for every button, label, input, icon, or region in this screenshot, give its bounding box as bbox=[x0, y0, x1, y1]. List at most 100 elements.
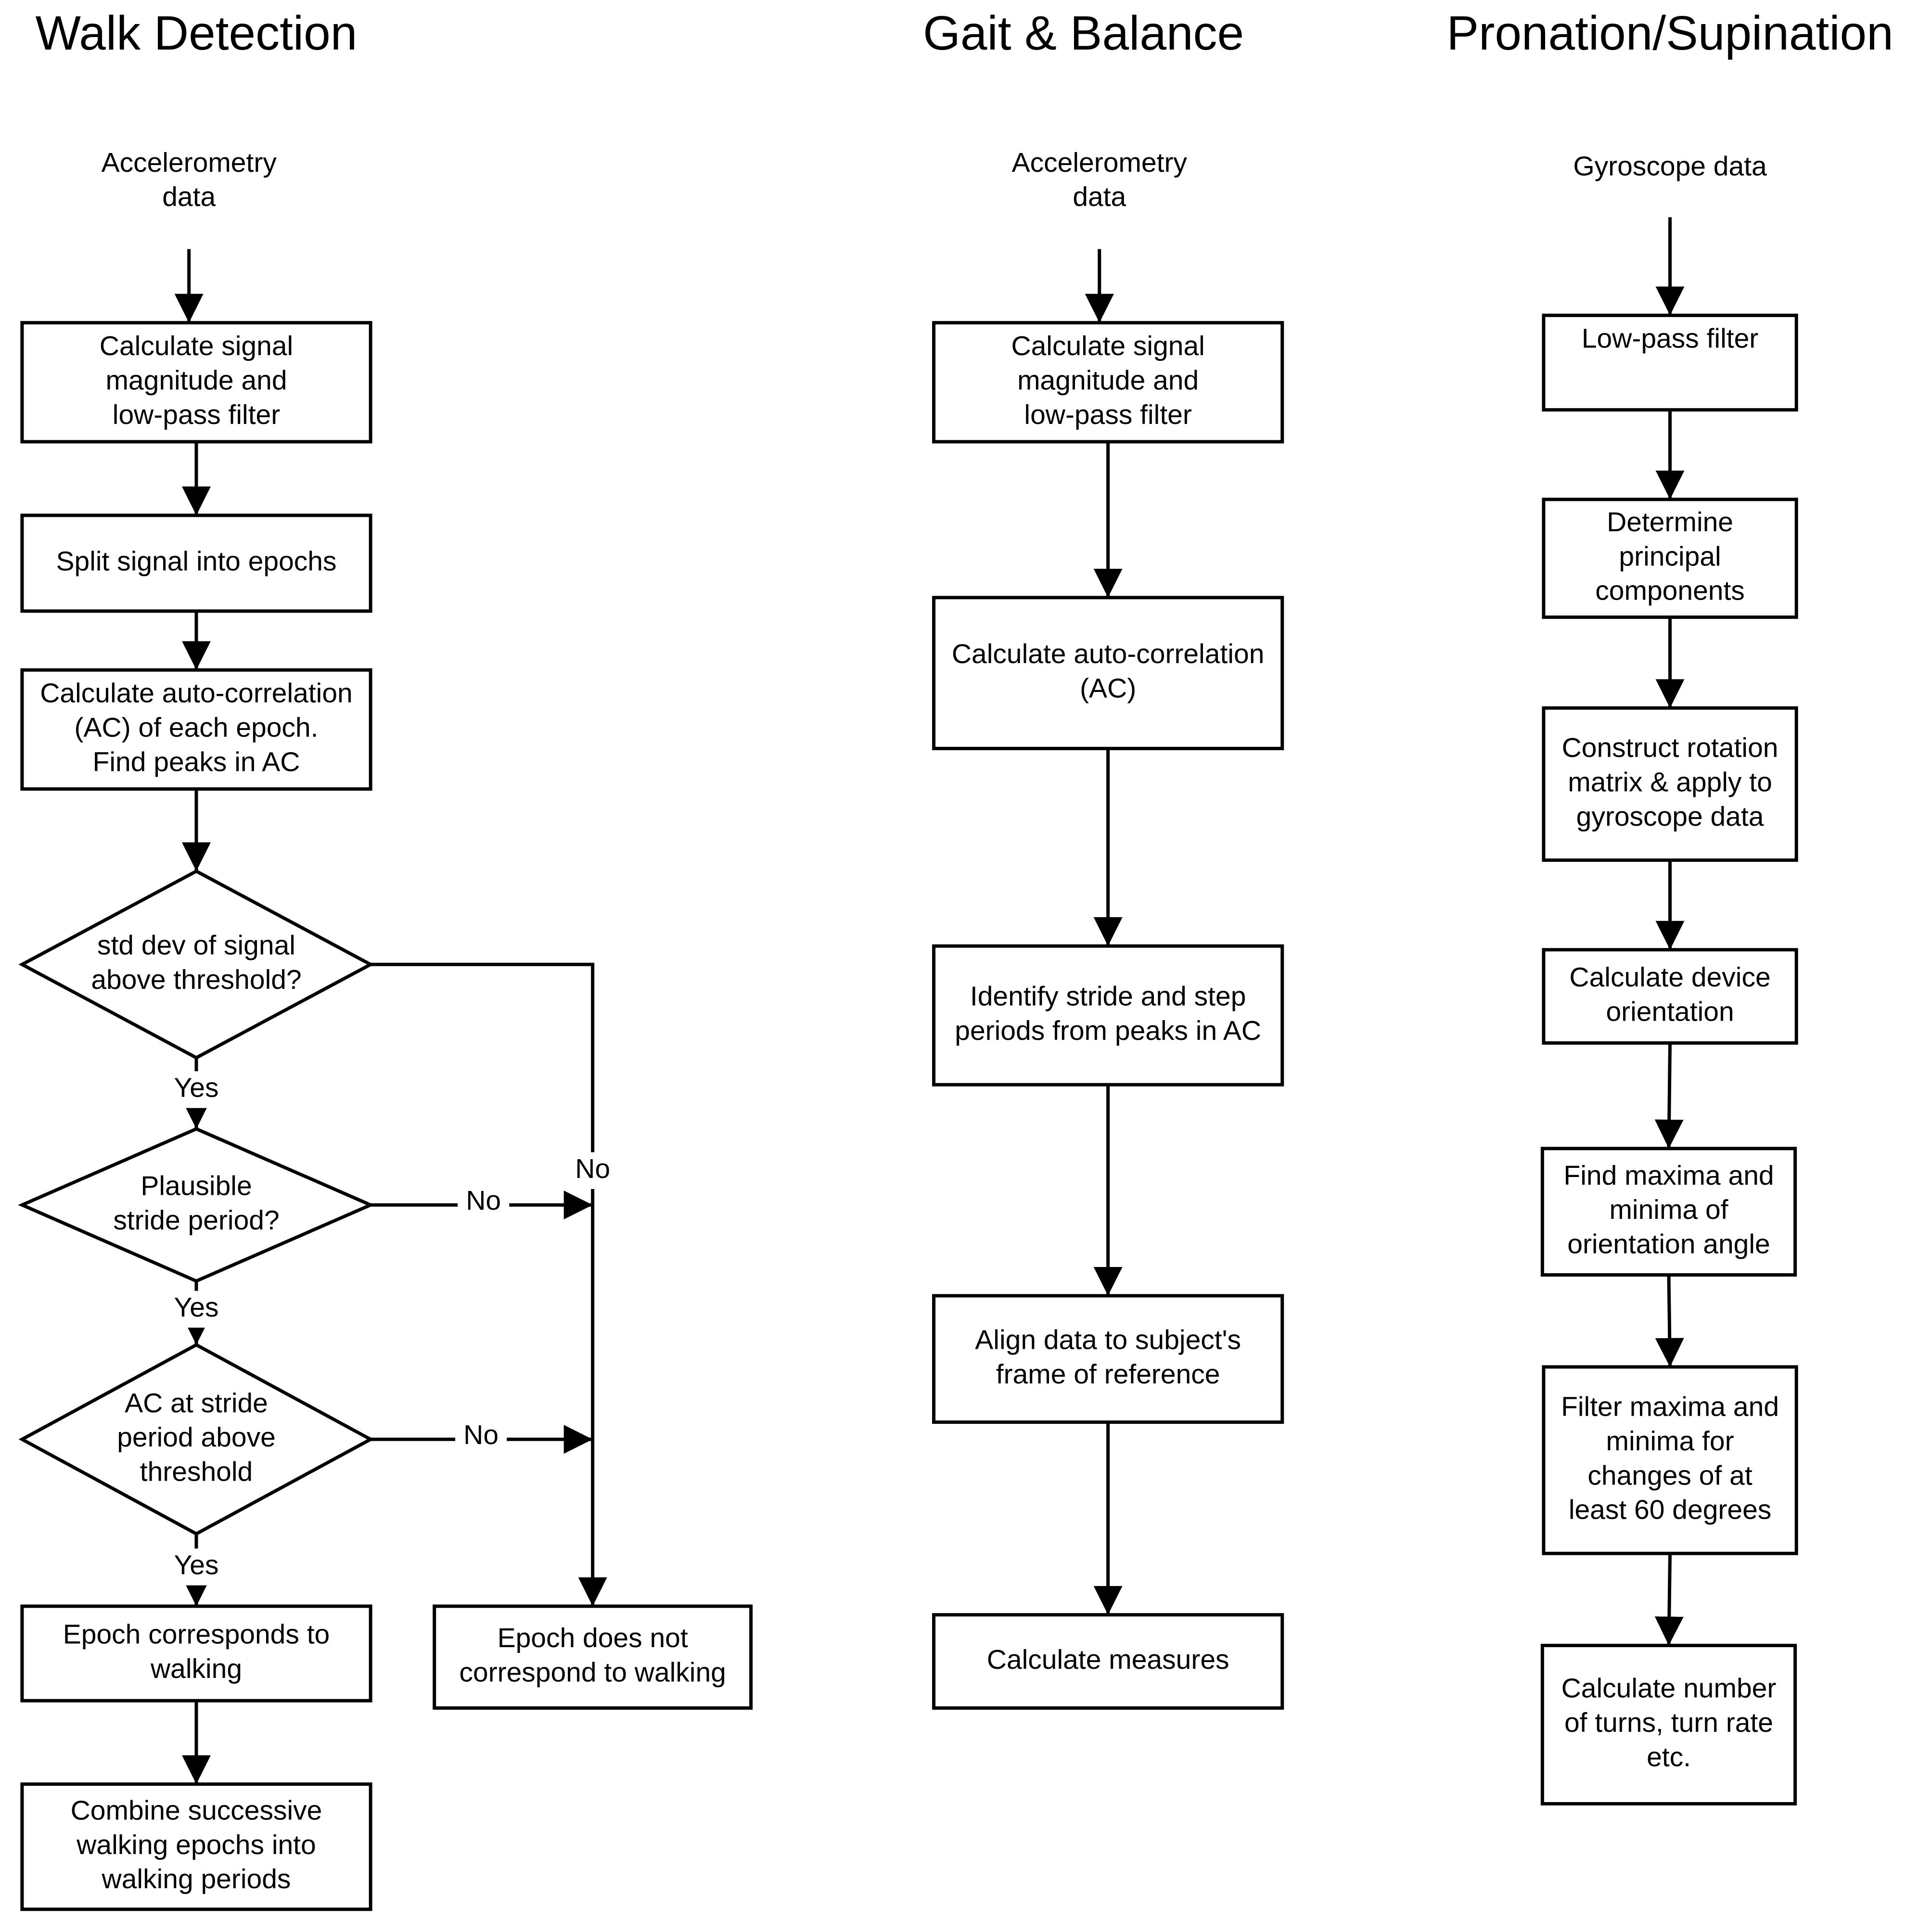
column-title-gait: Gait & Balance bbox=[923, 6, 1244, 60]
process-label-g3-line: Identify stride and step bbox=[970, 981, 1246, 1011]
decision-label-w6-line: period above bbox=[117, 1422, 276, 1453]
process-label-p2-line: principal bbox=[1619, 541, 1721, 572]
process-label-g1-line: Calculate signal bbox=[1011, 331, 1204, 361]
process-box-g2 bbox=[932, 596, 1284, 750]
process-label-p6-line: changes of at bbox=[1587, 1460, 1752, 1491]
process-label-g5-line: Calculate measures bbox=[987, 1644, 1229, 1675]
process-label-p2-line: Determine bbox=[1607, 507, 1733, 537]
process-box-p5 bbox=[1540, 1147, 1797, 1277]
process-box-g4 bbox=[932, 1294, 1284, 1424]
edge-label-yes-w5: Yes bbox=[174, 1292, 219, 1323]
process-label-w8-line: correspond to walking bbox=[459, 1657, 726, 1688]
edge-label-yes-w6-bg bbox=[170, 1548, 222, 1586]
process-box-g1 bbox=[932, 321, 1284, 444]
process-label-g1-line: low-pass filter bbox=[1024, 399, 1191, 430]
process-label-w2-line: Split signal into epochs bbox=[56, 546, 336, 577]
decision-label-w6-line: AC at stride bbox=[125, 1388, 268, 1419]
process-label-g2: Calculate auto-correlation (AC) bbox=[952, 639, 1265, 704]
process-label-p3-line: gyroscope data bbox=[1576, 801, 1764, 832]
edge-p5-to-p6 bbox=[1655, 1275, 1684, 1367]
process-label-g2-line: (AC) bbox=[1080, 673, 1136, 704]
input-label-pron-line: Gyroscope data bbox=[1573, 151, 1767, 181]
process-label-p5-line: Find maxima and bbox=[1563, 1160, 1774, 1191]
decision-label-w6-line: threshold bbox=[140, 1457, 253, 1487]
input-label-walk-line: data bbox=[162, 181, 216, 212]
edge-label-no-w4-bg bbox=[567, 1152, 619, 1189]
process-box-w2 bbox=[20, 513, 372, 613]
process-label-w1-line: magnitude and bbox=[105, 365, 287, 396]
process-label-g4-line: Align data to subject's bbox=[975, 1324, 1241, 1355]
edge-label-no-w5: No bbox=[466, 1185, 501, 1216]
process-label-p5-line: orientation angle bbox=[1567, 1229, 1770, 1260]
edge-label-yes-w6: Yes bbox=[174, 1549, 219, 1580]
process-label-p7-line: etc. bbox=[1647, 1741, 1691, 1772]
edge-w4-no-w8 bbox=[371, 962, 607, 1606]
process-label-w9-line: Combine successive bbox=[71, 1795, 322, 1826]
process-box-w1 bbox=[20, 321, 372, 444]
process-box-g3 bbox=[932, 944, 1284, 1087]
process-label-g3-line: periods from peaks in AC bbox=[955, 1015, 1261, 1046]
process-label-p3-line: Construct rotation bbox=[1562, 732, 1778, 763]
edge-p6-to-p7 bbox=[1654, 1553, 1684, 1646]
process-box-p1 bbox=[1542, 313, 1798, 412]
process-label-g4-line: frame of reference bbox=[996, 1359, 1220, 1390]
process-label-p3-line: matrix & apply to bbox=[1568, 767, 1772, 798]
process-label-w7-line: Epoch corresponds to bbox=[63, 1619, 330, 1650]
process-label-w1-line: low-pass filter bbox=[113, 399, 280, 430]
process-box-p2 bbox=[1542, 498, 1798, 619]
process-label-w3-line: (AC) of each epoch. bbox=[75, 712, 319, 743]
process-label-w1-line: Calculate signal bbox=[100, 331, 293, 361]
process-label-w3-line: Find peaks in AC bbox=[93, 746, 300, 777]
process-box-w8 bbox=[433, 1604, 753, 1710]
process-label-w3-line: Calculate auto-correlation bbox=[40, 678, 353, 709]
process-label-g4: Align data to subject's frame of referenc… bbox=[975, 1324, 1241, 1389]
process-label-p1: Low-pass filter bbox=[1582, 323, 1758, 354]
process-label-w3: Calculate auto-correlation(AC) of each e… bbox=[40, 678, 353, 778]
edge-label-no-w4: No bbox=[575, 1153, 610, 1184]
edge-label-no-w5-bg bbox=[458, 1184, 510, 1221]
edge-p4-to-p5 bbox=[1654, 1043, 1684, 1149]
decision-label-w5-line: Plausible bbox=[141, 1170, 252, 1201]
process-box-w3 bbox=[20, 668, 372, 791]
decision-diamond-w6 bbox=[18, 1343, 374, 1536]
edge-label-yes-w5-bg bbox=[170, 1291, 222, 1328]
decision-diamond-w5 bbox=[18, 1127, 375, 1283]
process-label-p6-line: minima for bbox=[1606, 1426, 1734, 1457]
process-box-w7 bbox=[20, 1604, 372, 1702]
decision-label-w5-line: stride period? bbox=[113, 1205, 279, 1236]
process-box-p6 bbox=[1542, 1365, 1798, 1555]
decision-label-w5: Plausible stride period? bbox=[113, 1170, 279, 1235]
edge-label-yes-w4-bg bbox=[170, 1071, 222, 1108]
decision-label-w4-line: std dev of signal bbox=[97, 930, 295, 961]
process-label-w8-line: Epoch does not bbox=[498, 1623, 688, 1653]
decision-diamond-w4 bbox=[18, 869, 374, 1060]
process-label-g2-line: Calculate auto-correlation bbox=[952, 639, 1265, 669]
input-label-walk-line: Accelerometry bbox=[102, 147, 277, 178]
edge-label-no-w6-bg bbox=[455, 1418, 507, 1456]
process-label-w7-line: walking bbox=[150, 1653, 242, 1684]
process-label-w9-line: walking periods bbox=[102, 1864, 291, 1894]
process-label-w9-line: walking epochs into bbox=[76, 1830, 316, 1860]
process-label-g3: Identify stride and step periods from pea… bbox=[955, 981, 1261, 1046]
process-label-p4-line: orientation bbox=[1606, 996, 1734, 1027]
process-label-w8: Epoch does not correspond to walking bbox=[459, 1623, 726, 1688]
decision-label-w4-line: above threshold? bbox=[91, 964, 301, 995]
process-box-p3 bbox=[1542, 706, 1798, 862]
column-title-walk: Walk Detection bbox=[36, 6, 358, 60]
process-box-w9 bbox=[20, 1782, 372, 1911]
input-label-gait-line: Accelerometry bbox=[1012, 147, 1188, 178]
input-label-gait-line: data bbox=[1073, 181, 1126, 212]
process-label-w9: Combine successive walking epochs into wal… bbox=[71, 1795, 322, 1894]
